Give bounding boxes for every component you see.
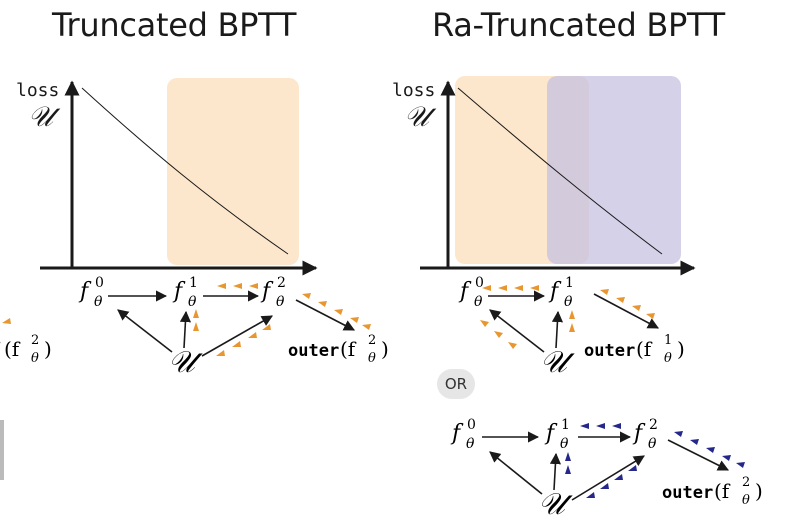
svg-text:2: 2 xyxy=(368,333,376,348)
svg-text:1: 1 xyxy=(561,417,570,433)
node-f2-left: f 2 θ xyxy=(260,275,286,310)
svg-text:θ: θ xyxy=(31,351,39,366)
svg-text:θ: θ xyxy=(648,436,657,452)
node-u-alt: 𝒰 xyxy=(538,487,573,522)
outer-label-right: outer (f 1 θ ) xyxy=(584,333,685,366)
loss-curve xyxy=(457,87,663,255)
truncation-window-orange xyxy=(167,78,299,265)
svg-text:θ: θ xyxy=(474,294,483,310)
svg-text:f: f xyxy=(0,337,1,361)
gradient-arrows-orange-right xyxy=(480,285,655,349)
svg-text:0: 0 xyxy=(467,417,476,433)
svg-text:): ) xyxy=(755,479,763,503)
svg-text:): ) xyxy=(381,337,389,361)
or-badge: OR xyxy=(437,369,475,399)
outer-label-left: outer (f 2 θ ) xyxy=(288,333,389,366)
gradient-arrows-blue-alt xyxy=(565,423,745,498)
svg-text:(f: (f xyxy=(340,337,357,361)
loss-label: loss xyxy=(392,80,435,101)
svg-text:1: 1 xyxy=(189,275,198,291)
u-label: 𝒰 xyxy=(28,100,61,133)
title-ra-truncated-bptt: Ra-Truncated BPTT xyxy=(432,6,725,44)
svg-text:0: 0 xyxy=(95,275,104,291)
svg-text:outer: outer xyxy=(288,341,339,361)
left-panel: loss 𝒰 f 0 θ f 1 θ f 2 θ 𝒰 xyxy=(0,78,389,380)
svg-text:θ: θ xyxy=(94,294,103,310)
svg-text:1: 1 xyxy=(565,275,574,291)
svg-text:(f: (f xyxy=(4,337,21,361)
svg-text:(f: (f xyxy=(636,337,653,361)
svg-text:2: 2 xyxy=(277,275,286,291)
svg-text:f: f xyxy=(548,279,562,304)
outer-label-alt: outer (f 2 θ ) xyxy=(662,475,763,508)
svg-text:θ: θ xyxy=(466,436,475,452)
cropped-outer-fragment: f (f 2 θ ) xyxy=(0,333,52,366)
svg-text:θ: θ xyxy=(560,436,569,452)
svg-text:θ: θ xyxy=(276,294,285,310)
loss-curve xyxy=(81,87,289,255)
cropped-edge-artifact xyxy=(0,420,4,480)
node-f1-alt: f 1 θ xyxy=(544,417,570,452)
svg-text:f: f xyxy=(172,279,186,304)
svg-text:θ: θ xyxy=(742,493,750,508)
svg-text:f: f xyxy=(450,421,464,446)
svg-text:θ: θ xyxy=(664,351,672,366)
node-f0-left: f 0 θ xyxy=(78,275,104,310)
svg-text:f: f xyxy=(632,421,646,446)
node-u-left: 𝒰 xyxy=(168,345,203,380)
node-u-right: 𝒰 xyxy=(540,345,575,380)
node-f1-right: f 1 θ xyxy=(548,275,574,310)
svg-text:2: 2 xyxy=(31,333,39,348)
svg-text:): ) xyxy=(44,337,52,361)
svg-text:f: f xyxy=(260,279,274,304)
node-f0-right: f 0 θ xyxy=(458,275,484,310)
svg-text:outer: outer xyxy=(662,483,713,503)
svg-text:θ: θ xyxy=(368,351,376,366)
svg-text:f: f xyxy=(544,421,558,446)
svg-text:): ) xyxy=(677,337,685,361)
node-f0-alt: f 0 θ xyxy=(450,417,476,452)
right-panel: loss 𝒰 f 0 θ f 1 θ 𝒰 xyxy=(392,76,763,522)
node-f2-alt: f 2 θ xyxy=(632,417,658,452)
node-f1-left: f 1 θ xyxy=(172,275,198,310)
svg-text:1: 1 xyxy=(664,333,672,348)
svg-text:f: f xyxy=(78,279,92,304)
u-label: 𝒰 xyxy=(404,100,437,133)
loss-label: loss xyxy=(16,80,59,101)
title-truncated-bptt: Truncated BPTT xyxy=(52,6,297,44)
svg-text:(f: (f xyxy=(714,479,731,503)
svg-text:2: 2 xyxy=(649,417,658,433)
svg-text:f: f xyxy=(458,279,472,304)
svg-text:0: 0 xyxy=(475,275,484,291)
svg-text:θ: θ xyxy=(564,294,573,310)
truncation-window-purple xyxy=(547,76,681,264)
svg-text:outer: outer xyxy=(584,341,635,361)
gradient-arrows-orange-left xyxy=(2,283,371,356)
svg-text:θ: θ xyxy=(188,294,197,310)
svg-text:2: 2 xyxy=(742,475,750,490)
